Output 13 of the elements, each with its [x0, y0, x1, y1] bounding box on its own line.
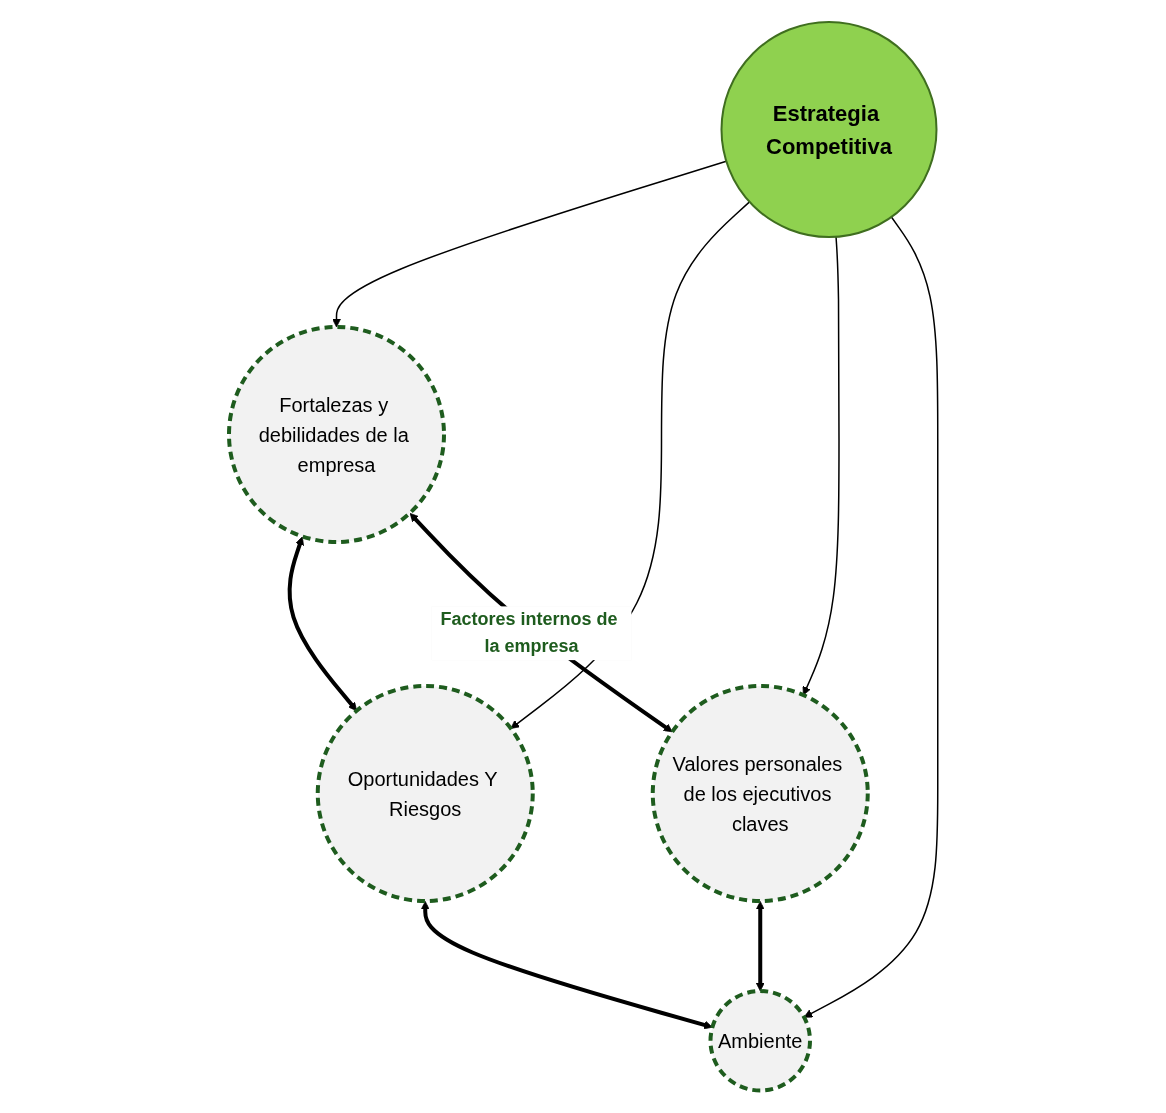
- arrow: [287, 536, 357, 712]
- node-circle: Oportunidades Y Riesgos: [315, 684, 535, 904]
- arrow: [803, 216, 939, 1018]
- node-circle: Valores personales de los ejecutivos claves: [650, 684, 870, 904]
- arrow: [409, 513, 673, 733]
- node-circle: Estrategia Competitiva: [720, 21, 938, 239]
- arrow: [331, 160, 727, 328]
- node-circle: Ambiente: [708, 989, 812, 1093]
- arrow: [510, 201, 750, 730]
- arrow: [755, 901, 765, 992]
- arrow: [802, 236, 840, 696]
- edge-label: Factores internos de la empresa: [440, 609, 618, 657]
- node-circle: Fortalezas y debilidades de la empresa: [226, 325, 446, 545]
